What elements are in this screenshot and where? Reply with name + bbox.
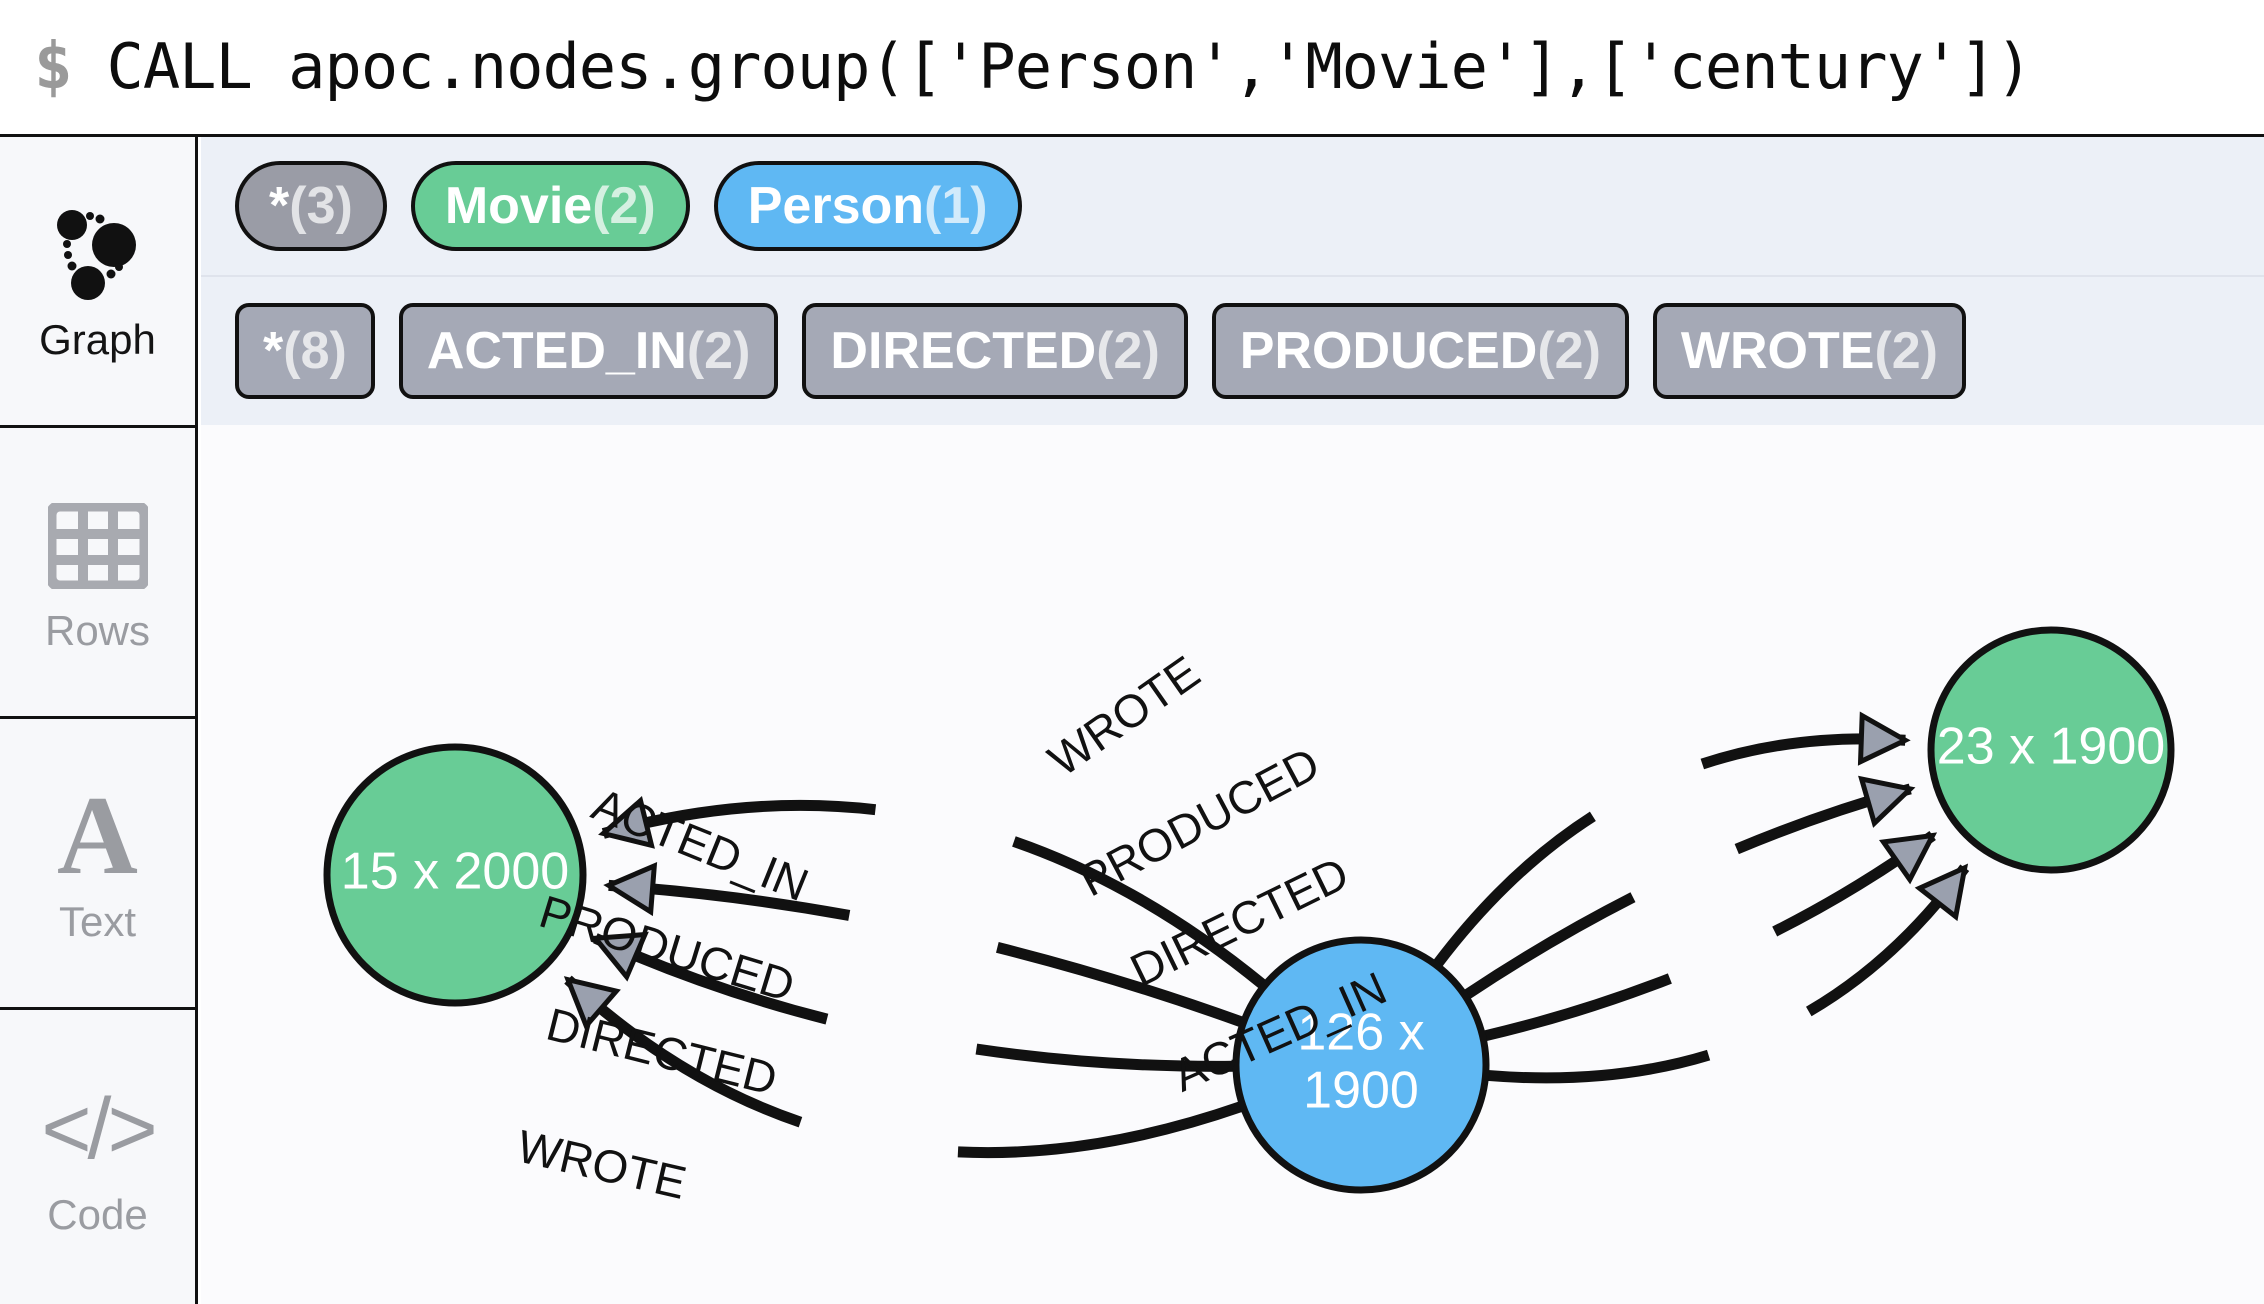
arrowhead-directed-6	[1858, 775, 1916, 828]
pill-name: *	[269, 177, 290, 235]
cypher-query-text[interactable]: CALL apoc.nodes.group(['Person','Movie']…	[106, 30, 2033, 103]
edge-acted_in-7[interactable]	[1433, 811, 1596, 968]
arrowhead-wrote-3	[598, 796, 655, 849]
edges-layer	[563, 711, 1970, 1159]
legend-rel-type-pill-1[interactable]: ACTED_IN(2)	[398, 303, 779, 399]
pill-count: (1)	[924, 177, 988, 235]
edge-label-wrote-3: WROTE	[513, 1120, 692, 1209]
arrowhead-acted_in-7	[1857, 711, 1911, 766]
legend-node-label-pill-0[interactable]: *(3)	[235, 161, 387, 251]
graph-node-movie1900[interactable]: 23 x 1900	[1927, 626, 2175, 874]
arrowhead-directed-2	[603, 861, 658, 917]
pill-count: (2)	[1537, 322, 1601, 380]
prompt-symbol: $	[34, 30, 73, 104]
letter-a-icon: A	[57, 774, 138, 899]
node-caption-line: 23 x 1900	[1937, 718, 2165, 776]
arrowhead-produced-5	[1879, 832, 1938, 885]
edge-directed-6[interactable]	[1463, 892, 1636, 1000]
legend-node-label-pill-1[interactable]: Movie(2)	[410, 161, 690, 251]
pill-count: (2)	[686, 322, 751, 380]
sidebar-item-rows-label: Rows	[44, 607, 151, 654]
legend-node-label-pill-2[interactable]: Person(1)	[713, 161, 1022, 251]
pill-name: PRODUCED	[1239, 322, 1538, 380]
edge-acted_in-0[interactable]	[957, 1101, 1243, 1159]
graph-node-movie2000[interactable]: 15 x 2000	[323, 743, 587, 1007]
sidebar-item-text-label: Text	[58, 898, 137, 945]
node-caption-line: 126 x	[1297, 1004, 1424, 1062]
edge-produced-5[interactable]	[1483, 973, 1672, 1042]
edge-label-directed-2: DIRECTED	[542, 998, 783, 1105]
sidebar-item-rows[interactable]: Rows	[0, 428, 195, 719]
edge-wrote-3[interactable]	[1012, 836, 1267, 989]
pill-name: Person	[747, 177, 925, 235]
node-caption-line: 15 x 2000	[341, 843, 569, 901]
sidebar-item-text[interactable]: A Text	[0, 719, 195, 1010]
pill-name: WROTE	[1680, 322, 1875, 380]
angle-brackets-icon: </>	[41, 1080, 157, 1177]
sidebar-item-graph-label: Graph	[39, 316, 156, 363]
sidebar-item-graph[interactable]: Graph	[0, 137, 195, 428]
edge-directed-2[interactable]	[996, 942, 1244, 1028]
legend-rel-type-pill-0[interactable]: *(8)	[235, 303, 375, 399]
pill-count: (2)	[592, 177, 656, 235]
pill-count: (3)	[289, 177, 353, 235]
pill-name: *	[263, 322, 284, 380]
arrowhead-acted_in-0	[563, 976, 621, 1031]
node-caption-line: 1900	[1303, 1062, 1419, 1120]
table-grid-icon	[47, 492, 148, 600]
relationship-type-legend-row: *(8)ACTED_IN(2)DIRECTED(2)PRODUCED(2)WRO…	[201, 277, 2264, 425]
pill-name: Movie	[444, 177, 593, 235]
arrowhead-produced-1	[590, 931, 649, 982]
sidebar-item-code-label: Code	[47, 1190, 148, 1238]
pill-count: (2)	[1874, 322, 1938, 380]
legend-rel-type-pill-2[interactable]: DIRECTED(2)	[802, 303, 1188, 399]
legend-rel-type-pill-3[interactable]: PRODUCED(2)	[1211, 303, 1629, 399]
graph-nodes-icon	[46, 201, 150, 309]
legend-rel-type-pill-4[interactable]: WROTE(2)	[1652, 303, 1966, 399]
pill-count: (8)	[283, 322, 347, 380]
node-circle[interactable]	[1232, 936, 1490, 1194]
edge-wrote-4[interactable]	[1487, 1049, 1711, 1084]
query-bar[interactable]: $ CALL apoc.nodes.group(['Person','Movie…	[0, 0, 2264, 137]
pill-name: DIRECTED	[830, 322, 1097, 380]
graph-legend: *(3)Movie(2)Person(1) *(8)ACTED_IN(2)DIR…	[201, 137, 2264, 428]
node-label-legend-row: *(3) Movie(2) Person(1)	[201, 137, 2264, 277]
view-mode-sidebar: Graph Rows A Text </>	[0, 137, 198, 1304]
edge-label-wrote-4: WROTE	[1039, 645, 1209, 786]
pill-name: ACTED_IN	[426, 322, 687, 380]
sidebar-item-code[interactable]: </> Code	[0, 1010, 195, 1301]
node-circle[interactable]	[323, 743, 587, 1007]
arrowhead-wrote-4	[1914, 863, 1969, 922]
edge-produced-1[interactable]	[975, 1043, 1235, 1072]
pill-count: (2)	[1096, 322, 1160, 380]
node-circle[interactable]	[1927, 626, 2175, 874]
